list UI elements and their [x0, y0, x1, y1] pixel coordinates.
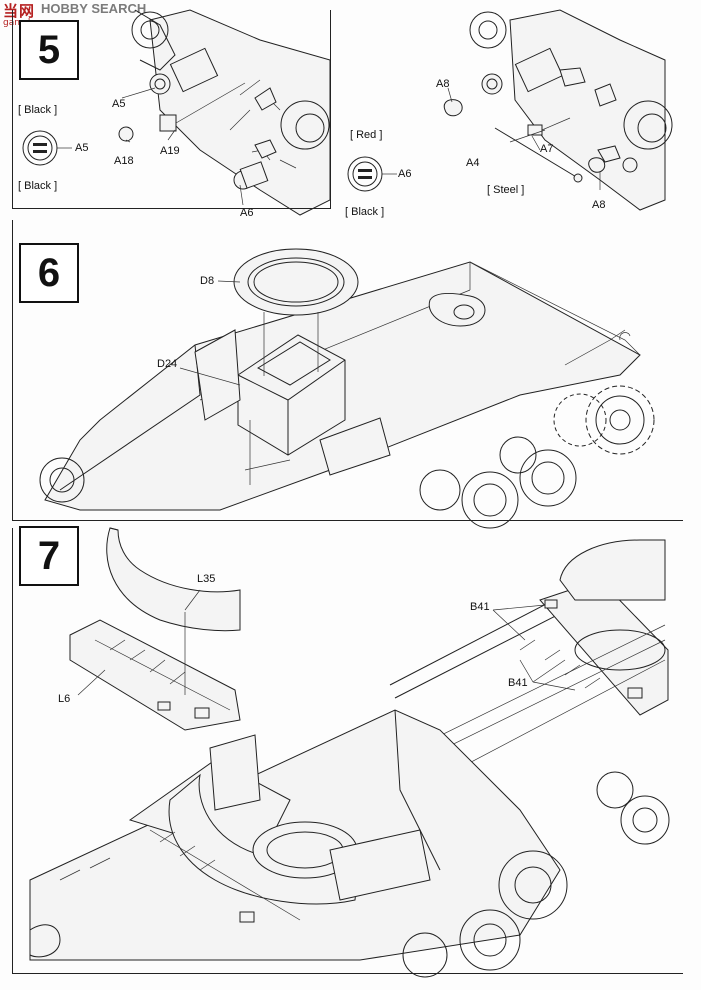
material-label-steel: [ Steel ]: [487, 184, 525, 196]
watermark: 当网 HOBBY SEARCH: [0, 0, 146, 30]
step7-drawing: [29, 527, 670, 978]
part-label-a5: A5: [112, 98, 126, 110]
part-label-a4: A4: [466, 157, 480, 169]
step7-panel-border: [12, 528, 683, 974]
part-label-a18: A18: [114, 155, 134, 167]
inset-part-label-a5: A5: [75, 142, 89, 154]
step6-drawing: [39, 248, 655, 529]
part-label-b41-bottom: B41: [508, 677, 528, 689]
step-5-number: 5: [19, 20, 79, 80]
part-label-a19: A19: [160, 145, 180, 157]
part-label-d24: D24: [157, 358, 178, 370]
paint-label-black-top: [ Black ]: [18, 104, 58, 116]
part-label-a8-top: A8: [436, 78, 450, 90]
step5-right-drawing: [347, 9, 673, 211]
paint-label-black: [ Black ]: [345, 206, 385, 218]
part-label-a7: A7: [540, 143, 554, 155]
part-label-l35: L35: [197, 573, 216, 585]
step6-panel-border: [12, 220, 683, 521]
part-label-d8: D8: [200, 275, 215, 287]
watermark-brand-en: HOBBY SEARCH: [41, 1, 147, 16]
part-label-b41-top: B41: [470, 601, 490, 613]
step5-right-panel-border: [330, 10, 331, 208]
part-label-a8-bottom: A8: [592, 199, 606, 211]
paint-label-red: [ Red ]: [350, 129, 383, 141]
part-label-l6: L6: [58, 693, 71, 705]
step-6-number: 6: [19, 243, 79, 303]
paint-label-black-bottom: [ Black ]: [18, 180, 58, 192]
step5-panel-border: [12, 10, 331, 209]
part-label-a6: A6: [240, 207, 254, 219]
step5-left-drawing: [22, 9, 331, 216]
inset-part-label-a6: A6: [398, 168, 412, 180]
watermark-brand-cn: 当网: [3, 2, 36, 20]
step-7-number: 7: [19, 526, 79, 586]
